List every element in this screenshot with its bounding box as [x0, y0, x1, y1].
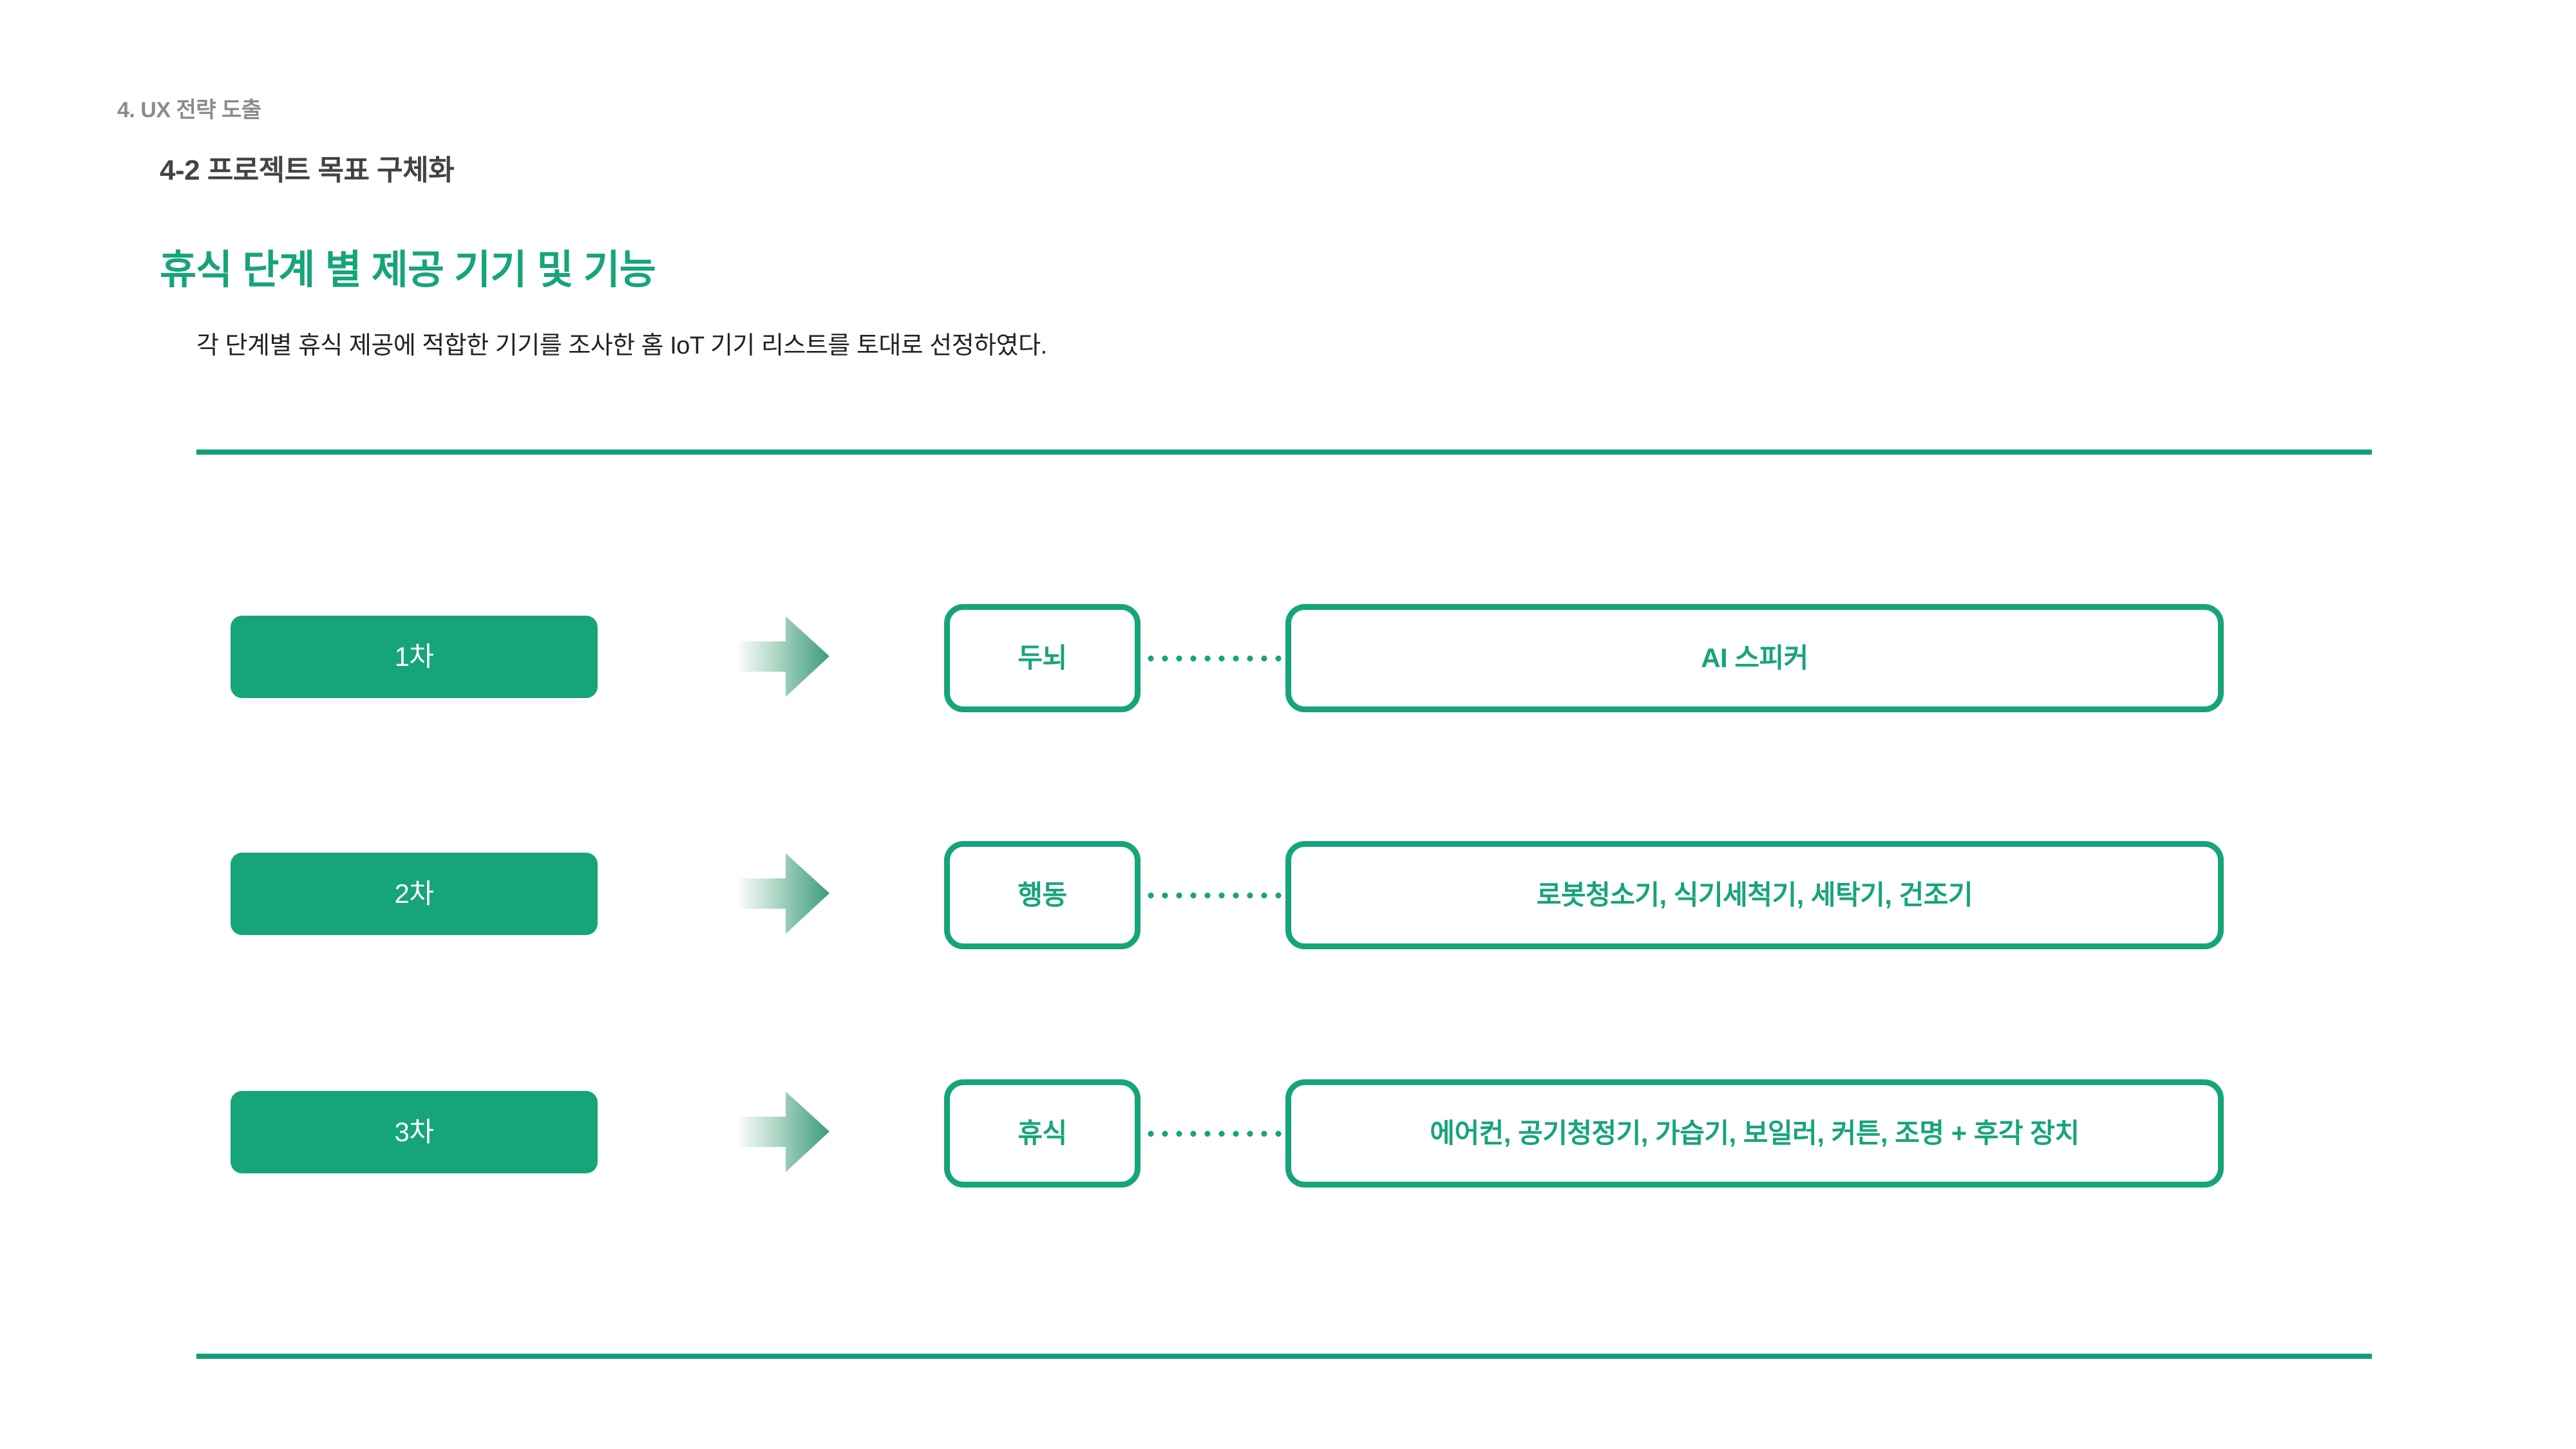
device-list-box-3[interactable]: 에어컨, 공기청정기, 가습기, 보일러, 커튼, 조명 + 후각 장치 — [1285, 1079, 2224, 1188]
arrow-right-icon — [739, 1088, 829, 1175]
section-subheading: 4-2 프로젝트 목표 구체화 — [160, 155, 455, 186]
device-list-text: AI 스피커 — [1701, 642, 1808, 673]
divider-bottom — [196, 1354, 2372, 1359]
lead-description: 각 단계별 휴식 제공에 적합한 기기를 조사한 홈 IoT 기기 리스트를 토… — [196, 332, 1047, 359]
diagram-row: 2차 행동 로봇청소기, — [0, 836, 2576, 997]
breadcrumb-eyebrow: 4. UX 전략 도출 — [117, 98, 261, 122]
arrow-right-icon — [739, 613, 829, 700]
stage-pill-2[interactable]: 2차 — [231, 853, 598, 935]
diagram-row: 1차 두뇌 AI 스피커 — [0, 599, 2576, 760]
device-list-box-1[interactable]: AI 스피커 — [1285, 604, 2224, 712]
dotted-connector-3 — [1144, 1131, 1284, 1137]
stage-label-box-1[interactable]: 두뇌 — [944, 604, 1141, 712]
device-list-text: 로봇청소기, 식기세척기, 세탁기, 건조기 — [1536, 879, 1973, 910]
dotted-connector-2 — [1144, 893, 1284, 898]
stage-pill-1[interactable]: 1차 — [231, 616, 598, 698]
page-title: 휴식 단계 별 제공 기기 및 기능 — [160, 248, 656, 292]
stage-label-box-text: 두뇌 — [1018, 643, 1067, 673]
stage-label-box-2[interactable]: 행동 — [944, 841, 1141, 949]
stage-label-box-text: 휴식 — [1018, 1118, 1067, 1148]
dotted-connector-1 — [1144, 656, 1284, 661]
stage-pill-3[interactable]: 3차 — [231, 1091, 598, 1173]
device-list-box-2[interactable]: 로봇청소기, 식기세척기, 세탁기, 건조기 — [1285, 841, 2224, 949]
stage-label-box-text: 행동 — [1018, 880, 1067, 910]
stage-pill-label: 2차 — [394, 878, 435, 909]
arrow-right-icon — [739, 850, 829, 937]
device-list-text: 에어컨, 공기청정기, 가습기, 보일러, 커튼, 조명 + 후각 장치 — [1430, 1117, 2079, 1148]
divider-top — [196, 450, 2372, 455]
diagram-row: 3차 휴식 에어컨, 공기 — [0, 1074, 2576, 1235]
stage-pill-label: 1차 — [394, 641, 435, 672]
stage-label-box-3[interactable]: 휴식 — [944, 1079, 1141, 1188]
stage-pill-label: 3차 — [394, 1117, 435, 1147]
